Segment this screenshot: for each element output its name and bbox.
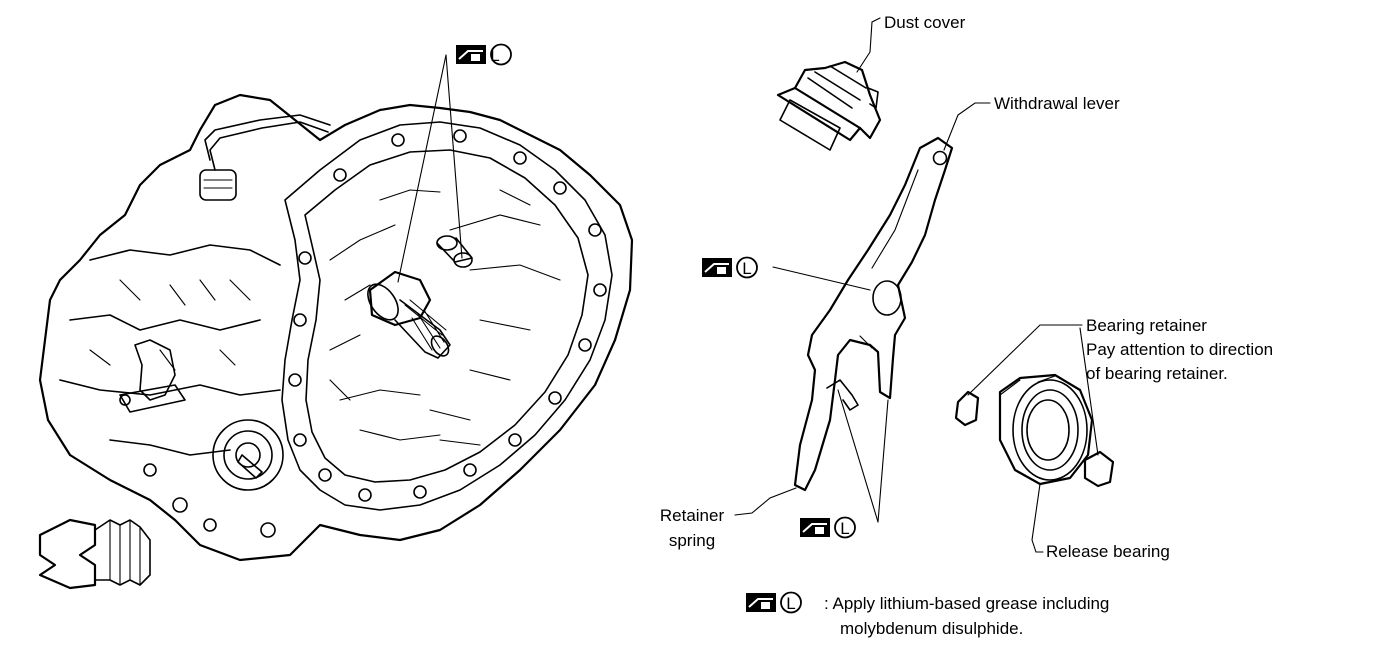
label-withdrawal-lever: Withdrawal lever	[994, 94, 1120, 113]
svg-text:L: L	[840, 519, 849, 538]
leader-bearing-retainer-a	[967, 324, 1083, 396]
bearing-retainer-clips	[954, 390, 1115, 488]
leader-release-bearing	[1031, 483, 1044, 553]
dust-cover	[776, 60, 882, 151]
legend: L : Apply lithium-based grease including…	[745, 591, 1109, 638]
leader-bearing-retainer-b	[1079, 327, 1099, 456]
transaxle-assembly	[38, 93, 634, 590]
input-shaft	[367, 270, 451, 359]
grease-letter: L	[490, 46, 499, 65]
flange-bolt-holes	[288, 129, 607, 502]
note-bearing-direction-1: Pay attention to direction	[1086, 340, 1273, 359]
svg-text:L: L	[742, 259, 751, 278]
leader-retainer-spring	[734, 487, 797, 516]
pivot-pin	[436, 235, 473, 268]
note-bearing-direction-2: of bearing retainer.	[1086, 364, 1228, 383]
grease-callout-transaxle: L	[397, 43, 512, 283]
retainer-spring	[826, 379, 859, 411]
leader-dust-cover	[856, 17, 881, 73]
leader-withdrawal-lever	[943, 102, 991, 151]
label-bearing-retainer: Bearing retainer	[1086, 316, 1207, 335]
release-bearing	[998, 373, 1094, 486]
legend-line-1: : Apply lithium-based grease including	[824, 594, 1109, 613]
legend-line-2: molybdenum disulphide.	[840, 619, 1023, 638]
grease-callout-fork: L	[799, 389, 889, 539]
label-retainer-spring-1: Retainer	[660, 506, 725, 525]
label-retainer-spring-2: spring	[669, 531, 715, 550]
label-dust-cover: Dust cover	[884, 13, 966, 32]
legend-letter: L	[786, 594, 795, 613]
grease-callout-lever: L	[701, 256, 871, 291]
withdrawal-lever	[793, 136, 954, 492]
label-release-bearing: Release bearing	[1046, 542, 1170, 561]
